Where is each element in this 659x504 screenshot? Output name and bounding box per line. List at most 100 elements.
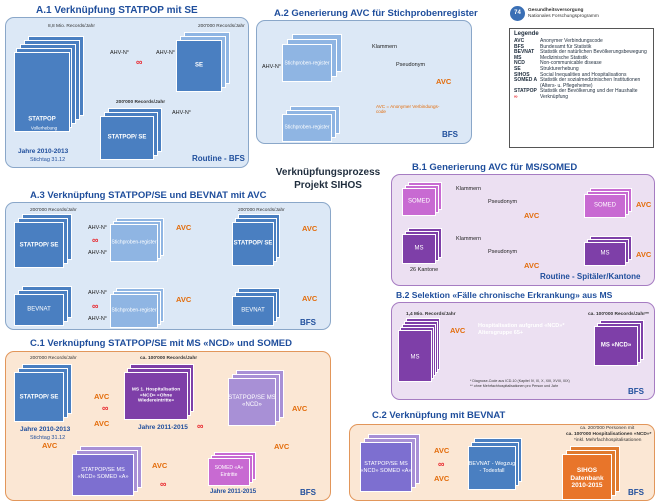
b2-count-in: 1,4 Mio. Records/Jahr xyxy=(406,312,456,317)
c2-avc-2: AVC xyxy=(434,474,450,483)
c1-link-symbol-3: ∞ xyxy=(160,479,167,489)
c1-avc-5: AVC xyxy=(42,441,58,450)
a3-footer: BFS xyxy=(300,318,316,327)
c1-ms-years: Jahre 2011-2015 xyxy=(138,424,188,431)
c1-somed-years: Jahre 2011-2015 xyxy=(210,489,257,495)
a3-avc-4: AVC xyxy=(302,294,318,303)
c1-link-symbol-2: ∞ xyxy=(197,421,204,431)
a3-link-symbol-2: ∞ xyxy=(92,301,99,311)
a3-ahv-b: AHV-N° xyxy=(88,250,108,256)
c2-avc-1: AVC xyxy=(434,446,450,455)
legend-desc: Bundesamt für Statistik xyxy=(540,43,592,50)
a1-ahv-2: AHV-N° xyxy=(156,50,176,56)
a3-avc-2: AVC xyxy=(302,224,318,233)
legend-desc: Statistik der Bevölkerung und der Hausha… xyxy=(540,88,638,95)
c2-sihos-label: SIHOS Datenbank 2010-2015 xyxy=(570,466,604,489)
legend-desc: Statistik der natürlichen Bevölkerungsbe… xyxy=(540,49,647,56)
c1-count-ms: ca. 100'000 Records/Jahr xyxy=(140,356,198,361)
panel-a1-title: A.1 Verknüpfung STATPOP mit SE xyxy=(36,5,198,16)
nfp-logo: 74 xyxy=(510,6,525,21)
a3-bevnat-label: BEVNAT xyxy=(27,306,51,313)
b2-footer: BFS xyxy=(628,387,644,396)
a3-avc-3: AVC xyxy=(176,295,192,304)
legend-abbr: MS xyxy=(514,54,522,61)
a3-bevnat-stack: BEVNAT xyxy=(14,286,74,326)
logo-line-2: Nationales Forschungsprogramm xyxy=(528,14,599,19)
c2-count-1: ca. 200'000 Personen mit xyxy=(580,426,635,431)
legend-desc: Verknüpfung xyxy=(540,93,569,100)
a3-stich-label-2: Stichproben-register xyxy=(111,307,157,314)
b2-note-2: ** ohne Mehrfachhospitalisationen pro Pe… xyxy=(470,384,559,388)
b1-somed-stack: SOMED xyxy=(402,182,444,216)
main-title-line-1: Verknüpfungsprozess xyxy=(275,167,381,178)
b1-pseudonym-2: Pseudonym xyxy=(488,249,518,255)
logo-line-1: Gesundheitsversorgung xyxy=(528,8,584,13)
b2-note-1: * Diagnose-Code aus ICD-10 (Kapitel IV, … xyxy=(470,379,570,383)
legend-row: MS Medizinische Statistik xyxy=(514,54,649,62)
legend-abbr: SOMED A xyxy=(514,77,538,84)
b1-result-ms-label: MS xyxy=(600,250,610,257)
legend-row: SE Strukturerhebung xyxy=(514,65,649,73)
c2-bevnat-stack: BEVNAT - Wegzug - Todesfall xyxy=(468,438,524,490)
legend-abbr: BEVNAT xyxy=(514,49,535,56)
c1-stichtag: Stichtag 31.12 xyxy=(30,435,66,441)
b1-klammern-2: Klammern xyxy=(456,236,482,242)
c2-count-3: *inkl. Mehrfachhospitalisationen xyxy=(574,438,642,443)
a1-statpop-sub: Vollerhebung xyxy=(30,125,58,131)
a2-stack-2: Stichproben-register xyxy=(282,106,346,142)
main-title-line-2: Projekt SIHOS xyxy=(294,180,362,191)
a1-se-label: SE xyxy=(194,62,203,69)
panel-a2-title: A.2 Generierung AVC für Stichprobenregis… xyxy=(274,8,478,19)
c1-result-stack-1: STATPOP/SE MS «NCD» xyxy=(228,370,286,426)
panel-b2-title: B.2 Selektion «Fälle chronische Erkranku… xyxy=(396,290,613,300)
a1-footer: Routine - BFS xyxy=(192,154,245,163)
legend-desc: Strukturerhebung xyxy=(540,65,579,72)
main-title: Verknüpfungsprozess Projekt SIHOS xyxy=(268,166,388,192)
a3-stich-stack-1: Stichproben-register xyxy=(110,218,166,262)
legend-row: ∞Verknüpfung xyxy=(514,93,649,101)
a3-count-2: 200'000 Records/Jahr xyxy=(238,208,285,213)
a1-link-symbol: ∞ xyxy=(136,57,143,67)
a1-statpop-count: 8,8 Mio. Records/Jahr xyxy=(48,24,95,29)
c1-avc-2: AVC xyxy=(94,419,110,428)
a2-stack-2-label: Stichproben-register xyxy=(284,124,330,131)
a1-years: Jahre 2010-2013 xyxy=(18,148,69,155)
b1-result-somed-label: SOMED xyxy=(593,202,616,209)
legend-abbr: NCD xyxy=(514,60,525,67)
b1-ms-stack: MS xyxy=(402,228,444,264)
a2-stack-1: Stichproben-register xyxy=(282,34,346,84)
b1-avc-1: AVC xyxy=(524,211,540,220)
a1-se-count: 200'000 Records/Jahr xyxy=(198,24,245,29)
b2-count-out: ca. 100'000 Records/Jahr** xyxy=(588,312,649,317)
panel-b1-title: B.1 Generierung AVC für MS/SOMED xyxy=(412,162,578,173)
panel-c2-title: C.2 Verknüpfung mit BEVNAT xyxy=(372,410,506,421)
c1-years: Jahre 2010-2013 xyxy=(20,426,71,433)
legend-desc: Anonymer Verbindungscode xyxy=(540,38,603,44)
c1-avc-1: AVC xyxy=(94,392,110,401)
a1-se-stack: SE xyxy=(176,32,234,92)
legend-desc: Medizinische Statistik xyxy=(540,54,588,61)
c1-result-stack-2: STATPOP/SE MS «NCD» SOMED «A» xyxy=(72,446,144,496)
a2-footer: BFS xyxy=(442,130,458,139)
a3-ahv-a: AHV-N° xyxy=(88,225,108,231)
c1-result-label-2: STATPOP/SE MS «NCD» SOMED «A» xyxy=(77,467,129,480)
c2-bevnat-label: BEVNAT - Wegzug - Todesfall xyxy=(468,461,516,474)
b1-avc-3: AVC xyxy=(524,261,540,270)
a1-result-count: 200'000 Records/Jahr xyxy=(116,100,166,105)
legend-abbr: AVC xyxy=(514,38,525,44)
b1-kantone: 26 Kantone xyxy=(410,267,439,273)
legend-desc: Statistik der sozialmedizinischen Instit… xyxy=(540,77,641,89)
b1-result-ms: MS xyxy=(584,236,634,266)
legend-abbr: SE xyxy=(514,65,521,72)
c1-ms-stack: MS 1. Hospitalisation «NCD» «Ohne Wieder… xyxy=(124,364,196,420)
c1-somed-stack: SOMED «A» Eintritte xyxy=(208,452,258,486)
a3-ahv-d: AHV-N° xyxy=(88,316,108,322)
c2-input-stack: STATPOP/SE MS «NCD» SOMED «A» xyxy=(360,434,422,492)
c1-statpop-stack: STATPOP/ SE xyxy=(14,364,74,422)
c2-count-2: ca. 100'000 Hospitalisationen «NCD»* xyxy=(566,432,652,437)
c1-statpop-label: STATPOP/ SE xyxy=(19,394,59,401)
b1-avc-2: AVC xyxy=(636,200,652,209)
